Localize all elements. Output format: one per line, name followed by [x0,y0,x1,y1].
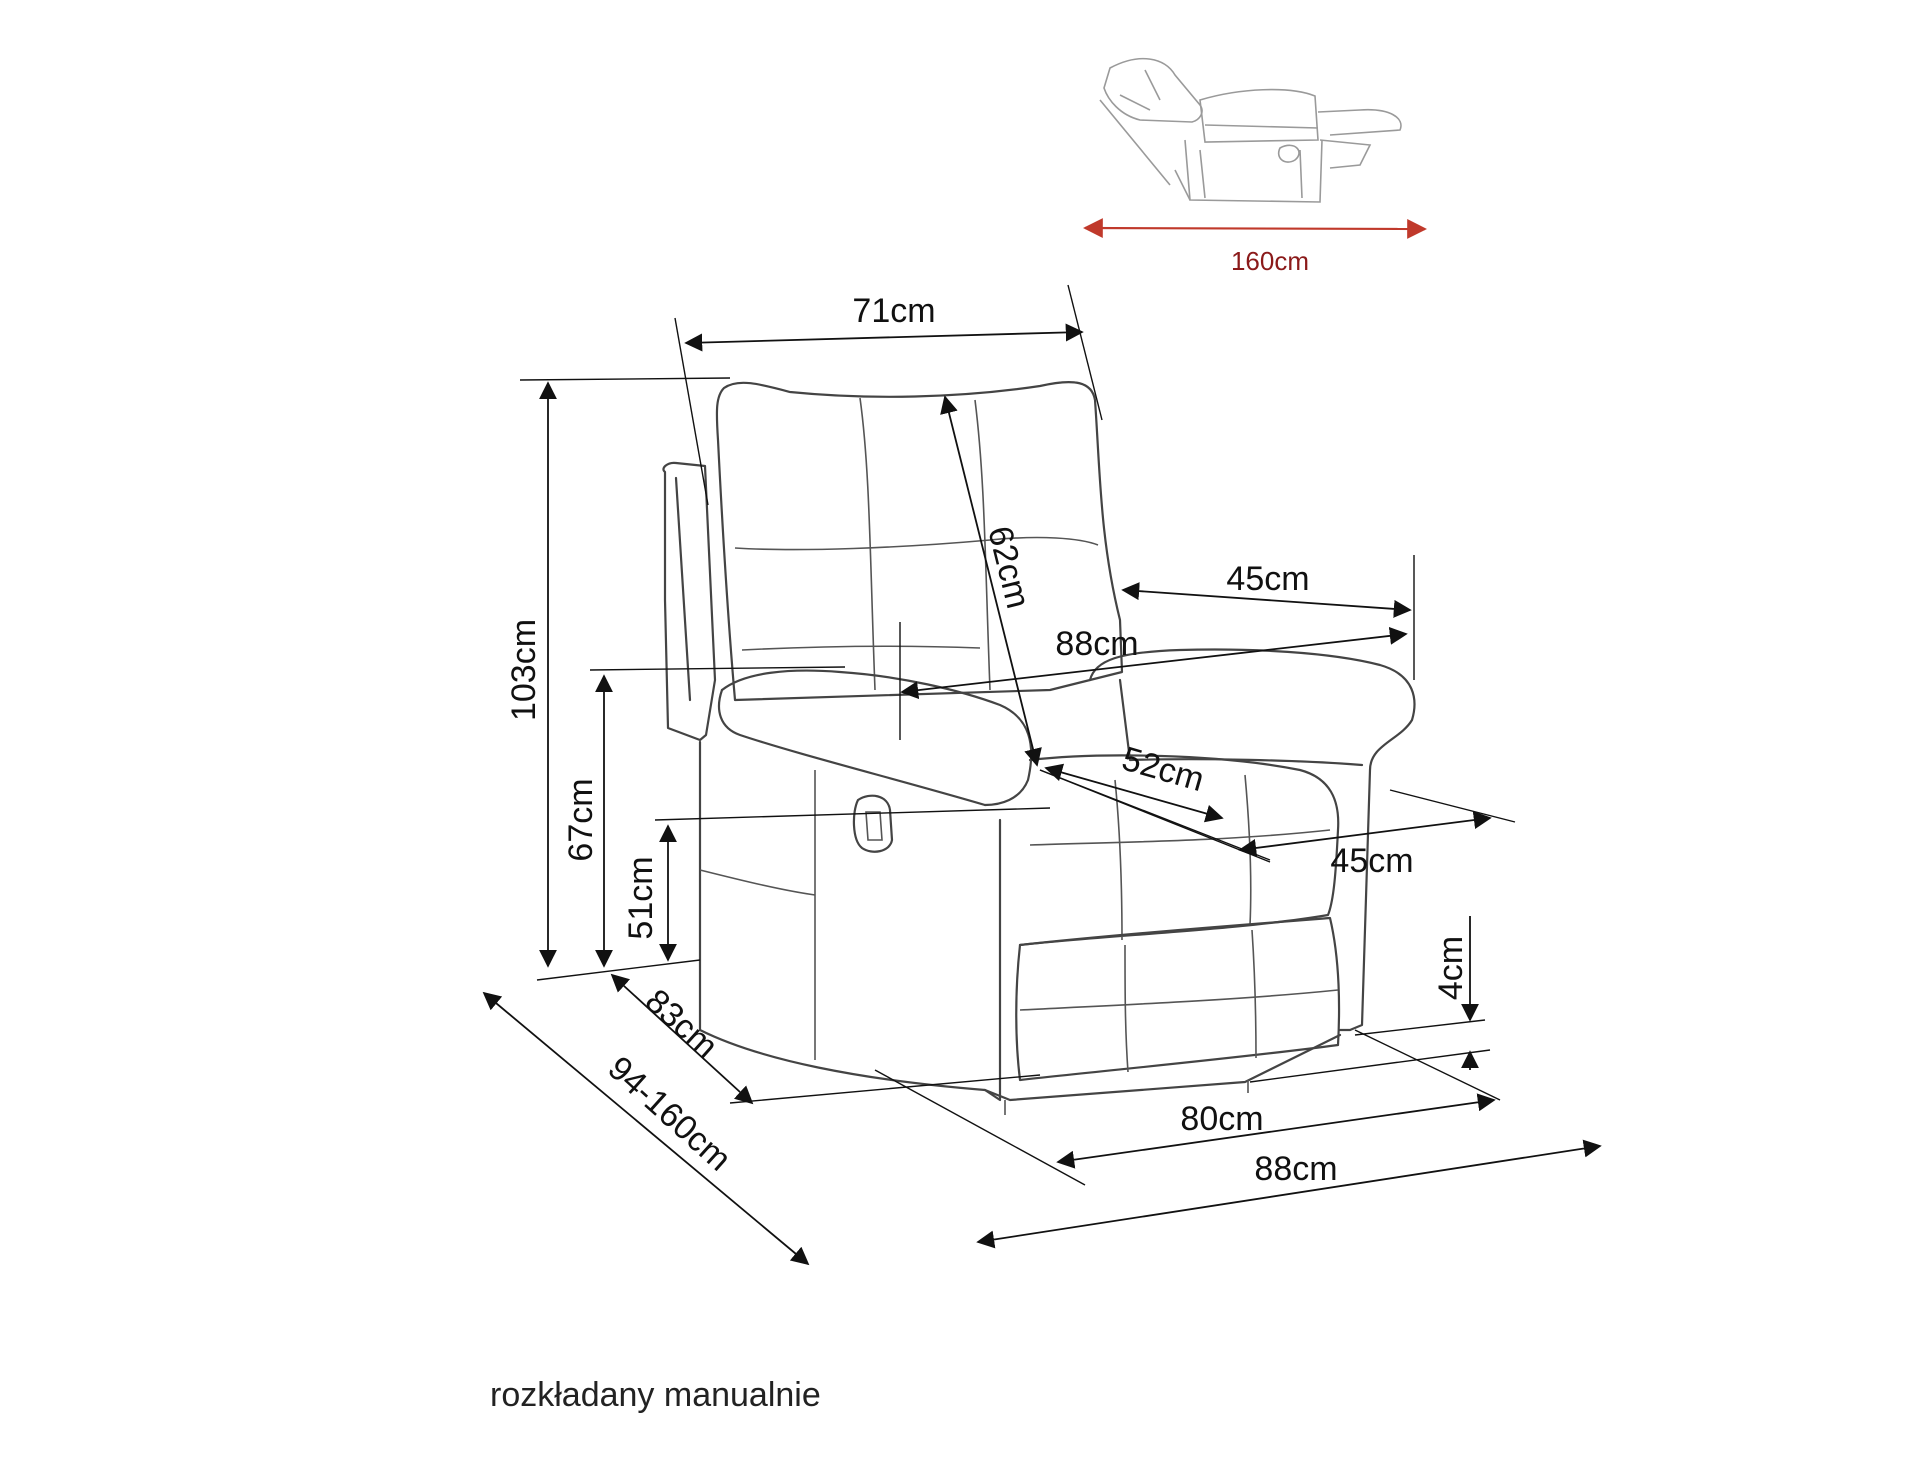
backrest-height-label: 62cm [980,522,1037,612]
base-width-label: 80cm [1180,1100,1263,1138]
armrest-depth-label: 45cm [1226,560,1309,598]
total-depth-top-dimension: 88cm [899,622,1408,740]
base-depth-dimension: 83cm [610,973,1041,1105]
total-height-label: 103cm [505,619,543,721]
leg-height-dimension: 4cm [1249,916,1491,1083]
seat-height-label: 51cm [622,856,660,939]
total-width-dimension: 88cm [976,1139,1602,1249]
total-width-label: 88cm [1254,1150,1337,1188]
backrest-height-dimension: 62cm [940,395,1042,767]
seat-width-dimension: 45cm [1039,769,1516,880]
base-width-dimension: 80cm [874,1029,1501,1186]
back-width-dimension: 71cm [674,284,1103,506]
reclined-depth-label: 94-160cm [600,1049,738,1178]
armrest-depth-dimension: 45cm [1121,555,1415,680]
seat-width-label: 45cm [1330,842,1413,880]
base-depth-label: 83cm [638,982,725,1066]
total-depth-top-label: 88cm [1055,625,1138,663]
leg-height-label: 4cm [1432,936,1470,1000]
recline-width-label: 160cm [1231,246,1309,276]
seat-height-dimension: 51cm [622,807,1051,962]
armrest-height-dimension: 67cm [562,666,846,968]
recliner-chair-drawing [662,380,1416,1115]
back-width-label: 71cm [852,292,935,330]
seat-depth-label: 52cm [1118,740,1208,799]
reclined-depth-dimension: 94-160cm [482,991,810,1266]
armrest-height-label: 67cm [562,778,600,861]
total-height-dimension: 103cm [505,377,731,981]
reclined-chair-sketch [1099,57,1402,203]
recline-width-dimension: 160cm [1083,218,1427,276]
caption-manual-recline: rozkładany manualnie [490,1376,821,1414]
